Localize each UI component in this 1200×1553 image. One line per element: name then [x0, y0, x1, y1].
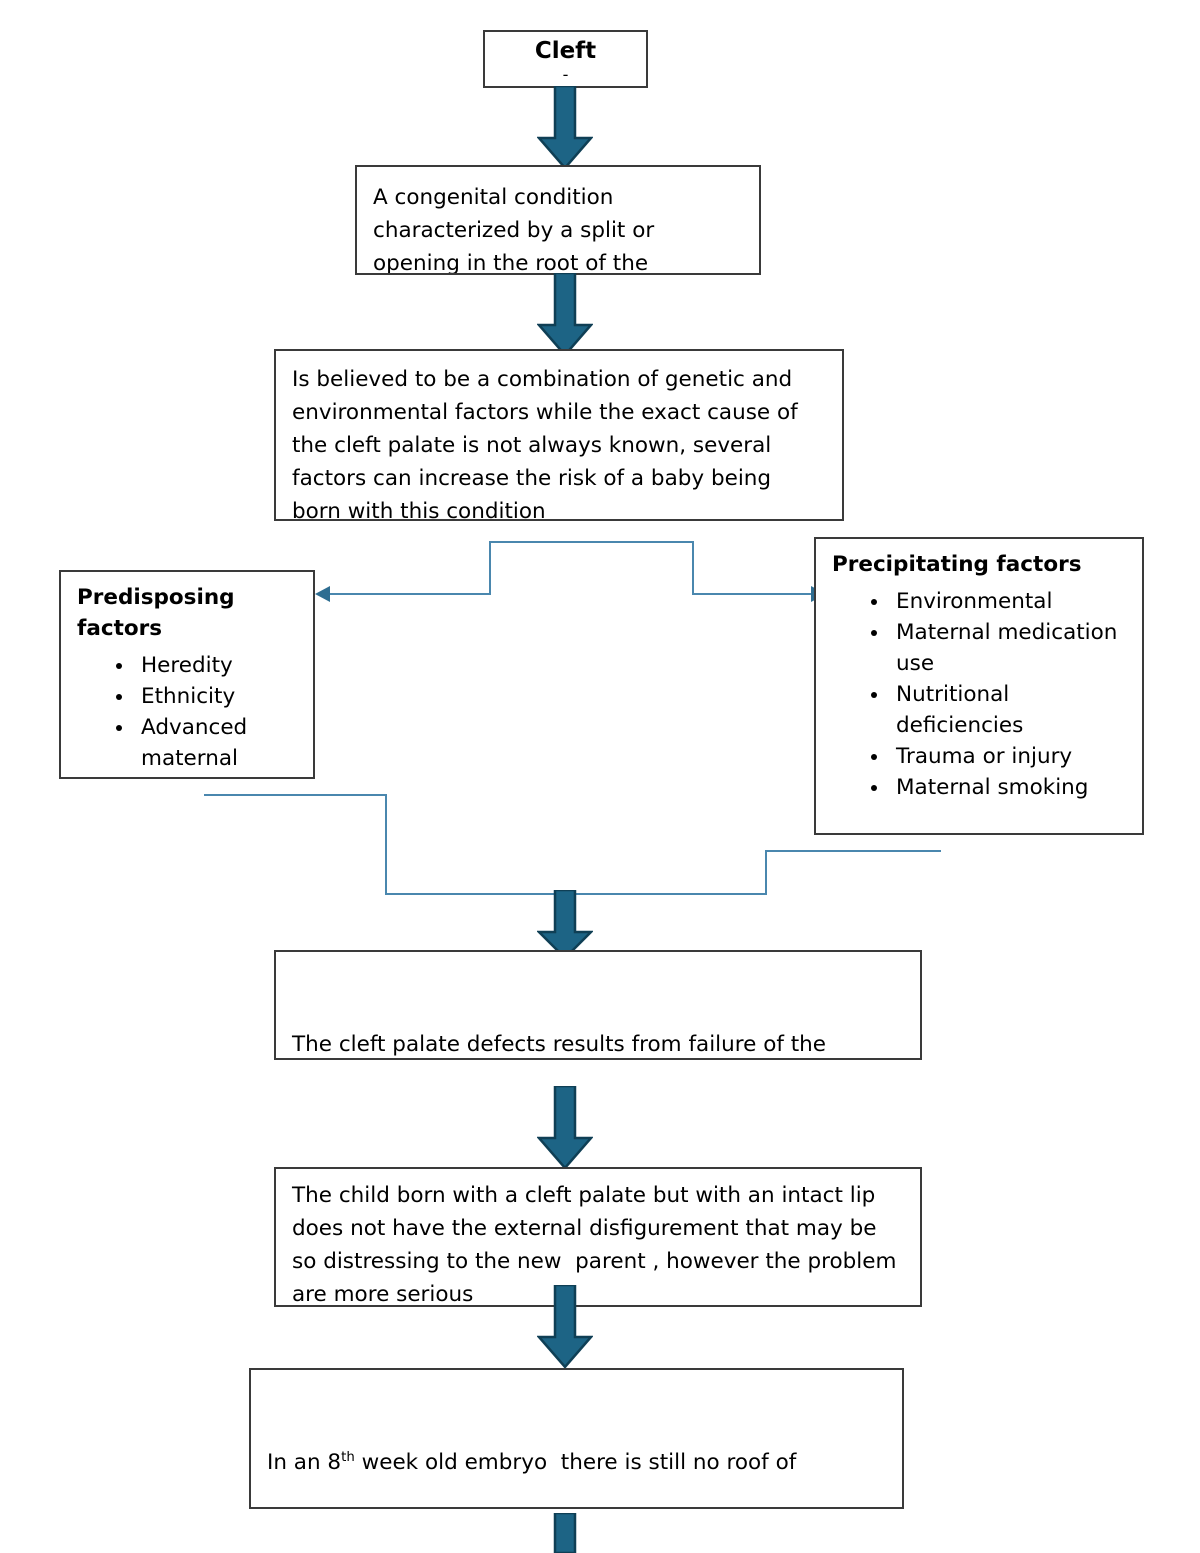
- node-manifestation-box: The child born with a cleft palate but w…: [274, 1167, 922, 1307]
- arrow-manifestation-to-embryo: [537, 1285, 593, 1369]
- precipitating-list: Environmental Maternal medication use Nu…: [832, 586, 1134, 803]
- embryo-ordinal-8th: th: [341, 1449, 355, 1465]
- merge-connector-left-drop: [385, 794, 387, 895]
- split-connector-right-arm: [692, 593, 812, 595]
- list-item: Nutritional deficiencies: [890, 679, 1134, 741]
- merge-connector-right-drop: [765, 850, 767, 895]
- embryo-line-1: In an 8th week old embryo there is still…: [267, 1446, 886, 1479]
- arrow-mechanism-to-manifestation: [537, 1086, 593, 1170]
- node-mechanism-box: The cleft palate defects results from fa…: [274, 950, 922, 1060]
- split-connector-left-drop: [489, 541, 491, 595]
- definition-text: A congenital condition characterized by …: [373, 185, 662, 275]
- split-connector-left-arrowhead: [315, 586, 330, 602]
- merge-connector-right-top: [765, 850, 941, 852]
- predisposing-heading: Predisposing factors: [77, 585, 243, 641]
- title-dash: -: [562, 65, 569, 84]
- embryo-line-1-b: week old embryo there is still no roof o…: [354, 1450, 797, 1475]
- mechanism-line-1: The cleft palate defects results from fa…: [292, 1032, 827, 1057]
- node-embryo-box: In an 8th week old embryo there is still…: [249, 1368, 904, 1509]
- list-item: Heredity: [135, 650, 305, 681]
- embryo-line-1-a: In an 8: [267, 1450, 342, 1475]
- node-predisposing-box: Predisposing factors Heredity Ethnicity …: [59, 570, 315, 779]
- merge-connector-left-top: [204, 794, 387, 796]
- etiology-text: Is believed to be a combination of genet…: [292, 367, 805, 521]
- manifestation-text: The child born with a cleft palate but w…: [292, 1183, 904, 1307]
- predisposing-list: Heredity Ethnicity Advanced maternal: [77, 650, 305, 774]
- arrow-title-to-definition: [537, 86, 593, 170]
- list-item: Environmental: [890, 586, 1134, 617]
- precipitating-heading: Precipitating factors: [832, 552, 1082, 577]
- list-item: Maternal smoking: [890, 772, 1134, 803]
- split-connector-top-bar: [489, 541, 694, 543]
- list-item: Maternal medication use: [890, 617, 1134, 679]
- arrow-embryo-to-next-cropped: [553, 1513, 577, 1553]
- node-etiology-box: Is believed to be a combination of genet…: [274, 349, 844, 521]
- list-item: Trauma or injury: [890, 741, 1134, 772]
- node-definition-box: A congenital condition characterized by …: [355, 165, 761, 275]
- title-heading: Cleft: [534, 38, 597, 64]
- list-item: Advanced maternal: [135, 712, 305, 774]
- arrow-factors-to-mechanism: [537, 890, 593, 960]
- node-precipitating-box: Precipitating factors Environmental Mate…: [814, 537, 1144, 835]
- list-item: Ethnicity: [135, 681, 305, 712]
- embryo-text: In an 8th week old embryo there is still…: [267, 1380, 886, 1507]
- mechanism-text: The cleft palate defects results from fa…: [292, 962, 904, 1058]
- split-connector-right-drop: [692, 541, 694, 595]
- split-connector-left-arm: [330, 593, 491, 595]
- node-title-box: Cleft -: [483, 30, 648, 88]
- arrow-definition-to-etiology: [537, 273, 593, 357]
